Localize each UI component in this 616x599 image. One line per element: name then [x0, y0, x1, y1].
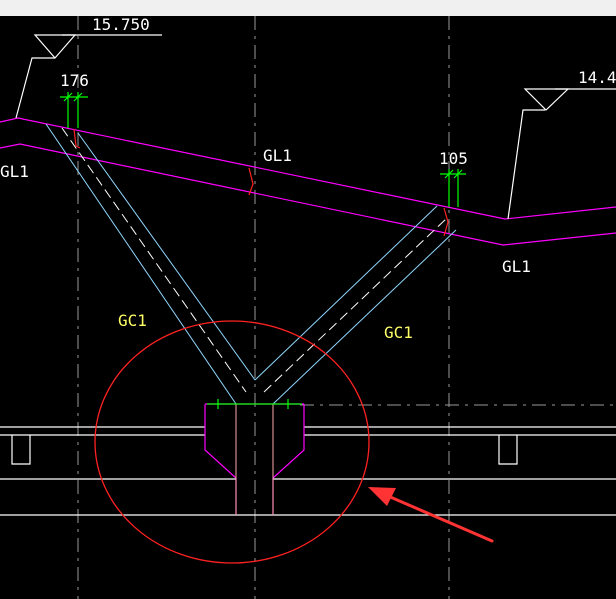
- elevation-left-label: 15.750: [92, 15, 150, 34]
- window-top-bar: [0, 0, 616, 16]
- dim-left-tick2: [73, 92, 83, 102]
- dimension-right-label: 105: [439, 149, 468, 168]
- beam-label-center: GL1: [263, 146, 292, 165]
- elevation-markers: [15, 34, 616, 220]
- roof-beam: [0, 117, 616, 515]
- right-column-outer: [272, 229, 457, 405]
- annotation-arrow-icon: [368, 487, 494, 543]
- dim-left-tick1: [63, 92, 73, 102]
- dimension-marks: [60, 92, 466, 409]
- slab-notch-left: [11, 435, 31, 465]
- section-ticks: [73, 128, 449, 237]
- right-column-inner: [254, 205, 438, 381]
- elevation-right-label: 14.40: [578, 68, 616, 87]
- right-column-center: [263, 217, 448, 393]
- roof-beam-top-edge: [0, 117, 616, 220]
- dim-right-tick1: [444, 169, 454, 179]
- left-column-center: [61, 127, 247, 393]
- dimension-left-label: 176: [60, 71, 89, 90]
- left-column-outer: [45, 123, 237, 405]
- tick-right: [443, 207, 449, 237]
- elevation-right-triangle-icon: [523, 88, 570, 111]
- elevation-left-leader: [15, 57, 55, 119]
- elevation-right-leader: [507, 109, 545, 220]
- base-bracket: [204, 404, 237, 515]
- tick-left: [73, 128, 81, 149]
- beam-label-right: GL1: [502, 257, 531, 276]
- beam-label-left: GL1: [0, 162, 29, 181]
- column-label-right: GC1: [384, 323, 413, 342]
- tick-center: [248, 167, 254, 196]
- column-label-left: GC1: [118, 311, 147, 330]
- dim-right-tick2: [453, 169, 463, 179]
- slab-lines: [0, 426, 616, 516]
- grid-lines: [77, 16, 616, 599]
- highlight-ellipse: [94, 320, 370, 564]
- inclined-columns: [45, 123, 457, 515]
- base-bracket-right: [272, 404, 305, 515]
- slab-notch-right: [498, 435, 518, 465]
- elevation-left-triangle-icon: [33, 34, 77, 59]
- left-column-inner: [77, 132, 256, 381]
- roof-beam-bottom-edge: [0, 143, 616, 246]
